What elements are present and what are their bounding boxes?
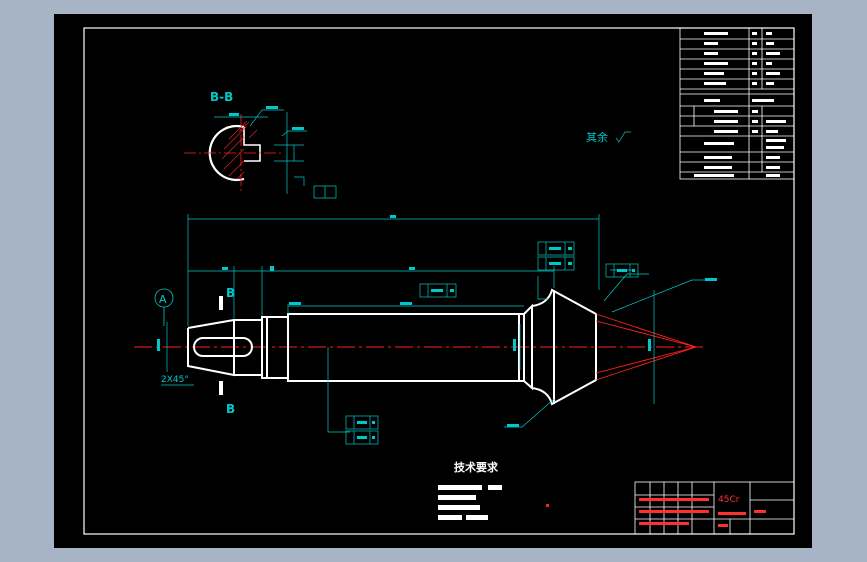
center-cone [595,313,698,381]
cut-label-bottom: B [226,402,235,416]
cad-drawing-canvas: 45Cr B-B 其余 [83,27,795,535]
parameter-table [679,27,795,180]
chamfer-label: 2X45° [161,375,189,385]
parameter-table-text [694,32,786,177]
dimension-text [157,215,717,427]
note-marker [546,504,549,507]
drawing-frame: 45Cr B-B 其余 [54,14,812,548]
cut-label-top: B [226,286,235,300]
rest-roughness-label: 其余 [586,130,608,144]
shaft-outline [187,288,597,406]
section-dimension-text [229,106,304,130]
tech-requirements-title: 技术要求 [454,460,499,474]
tolerance-frame-text [357,247,635,439]
drawing-border [83,27,795,535]
title-block-text [639,498,766,527]
cutting-plane [219,296,223,395]
tech-requirements-notes [438,485,502,520]
tolerance-frames [345,241,639,445]
section-dimensions [214,109,337,199]
shaft-dimensions [166,214,714,433]
title-block [634,481,795,535]
datum-label: A [159,293,167,306]
roughness-symbol [615,131,631,143]
section-label: B-B [210,90,233,104]
material-label: 45Cr [718,495,740,505]
section-view-bb [184,114,284,194]
